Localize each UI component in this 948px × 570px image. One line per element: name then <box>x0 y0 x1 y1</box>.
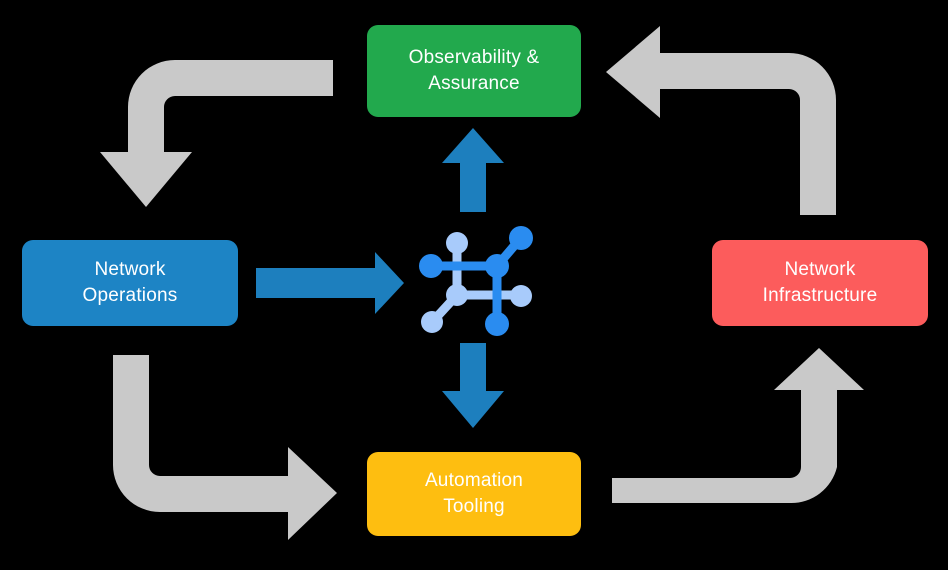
curved-arrow-up-left-icon <box>606 26 836 215</box>
arrow-down-icon <box>442 343 504 428</box>
node-network-operations[interactable]: Network Operations <box>22 240 238 326</box>
network-node-right-light <box>510 285 532 307</box>
network-node-left-dark <box>419 254 443 278</box>
network-node-bottomleft-light <box>421 311 443 333</box>
node-network-infrastructure[interactable]: Network Infrastructure <box>712 240 928 326</box>
arrow-right-icon <box>256 252 404 314</box>
node-operations-label: Network Operations <box>82 259 178 306</box>
node-observability-label: Observability & Assurance <box>408 47 540 94</box>
network-node-topright-dark <box>509 226 533 250</box>
node-observability-assurance[interactable]: Observability & Assurance <box>367 25 581 117</box>
node-automation-label: Automation Tooling <box>424 470 524 517</box>
node-automation-tooling[interactable]: Automation Tooling <box>367 452 581 536</box>
network-topology-icon <box>419 226 533 336</box>
curved-arrow-down-left-icon <box>100 60 333 207</box>
node-infrastructure-label: Network Infrastructure <box>762 259 878 306</box>
network-node-hub-dark <box>485 254 509 278</box>
arrow-up-icon <box>442 128 504 212</box>
network-node-top-light <box>446 232 468 254</box>
network-node-center-light <box>446 284 468 306</box>
network-node-bottom-dark <box>485 312 509 336</box>
curved-arrow-down-right-icon <box>113 355 337 540</box>
curved-arrow-right-up-icon <box>612 348 864 504</box>
